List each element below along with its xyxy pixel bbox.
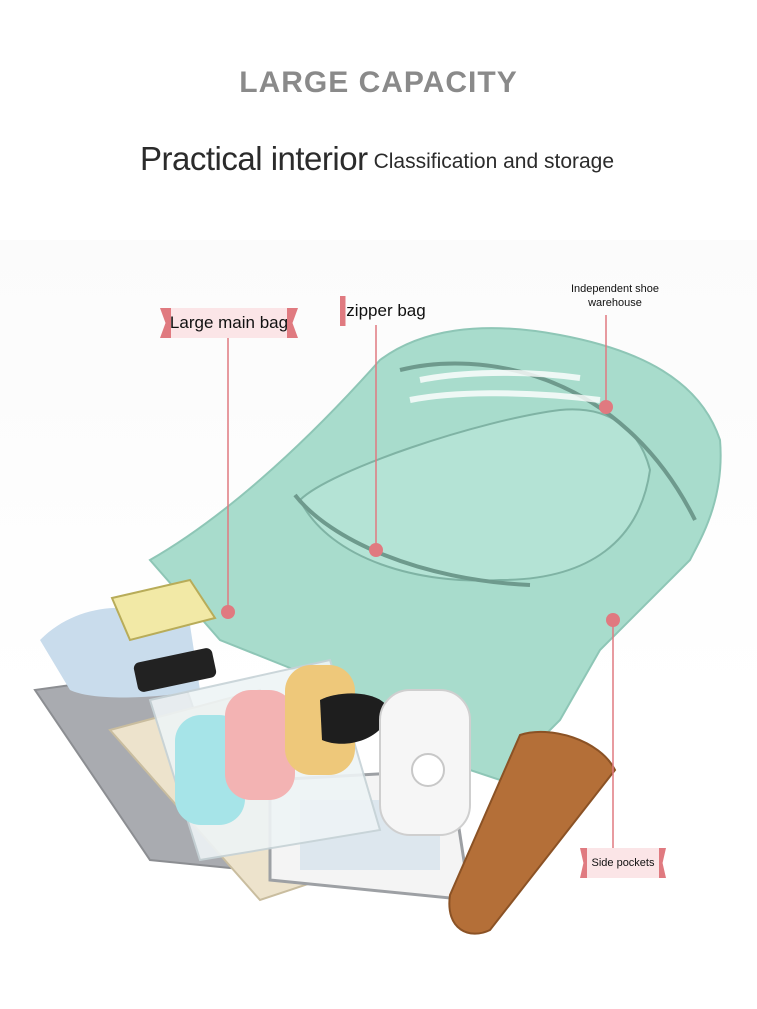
strap-stripe [409,390,601,403]
subtitle: Practical interior Classification and st… [140,140,614,178]
pink-bottle [225,690,295,800]
lotion-cap [411,753,445,787]
yellow-bottle [285,665,355,775]
snack-box [110,578,217,642]
callout-shoe-warehouse-line2: warehouse [588,297,642,309]
headline: LARGE CAPACITY [239,66,518,99]
side-pockets-marker [606,613,620,627]
pocket-zipper [293,493,531,587]
phone-shape [133,648,217,692]
callout-shoe-warehouse-line1: Independent shoe [570,283,660,295]
subtitle-main: Practical interior [140,140,368,177]
callout-zipper-bag: zipper bag [340,296,432,326]
callout-large-main-bag-label: Large main bag [169,313,289,332]
callout-zipper-bag-label: zipper bag [346,301,426,320]
subtitle-secondary: Classification and storage [373,150,615,173]
front-pocket [298,408,652,582]
callout-large-main-bag: Large main bag [160,308,298,338]
zipper-bag-marker [369,543,383,557]
main-bag-marker [221,605,235,619]
shoe-warehouse-marker [599,400,613,414]
top-zipper [399,361,697,521]
wooden-pencil-case [448,730,617,935]
callout-side-pockets: Side pockets [580,848,666,878]
sunglasses-shape [320,693,390,744]
strap-stripe [419,369,581,383]
callout-shoe-warehouse: Independent shoe warehouse [565,280,665,312]
callout-side-pockets-label: Side pockets [591,857,655,869]
